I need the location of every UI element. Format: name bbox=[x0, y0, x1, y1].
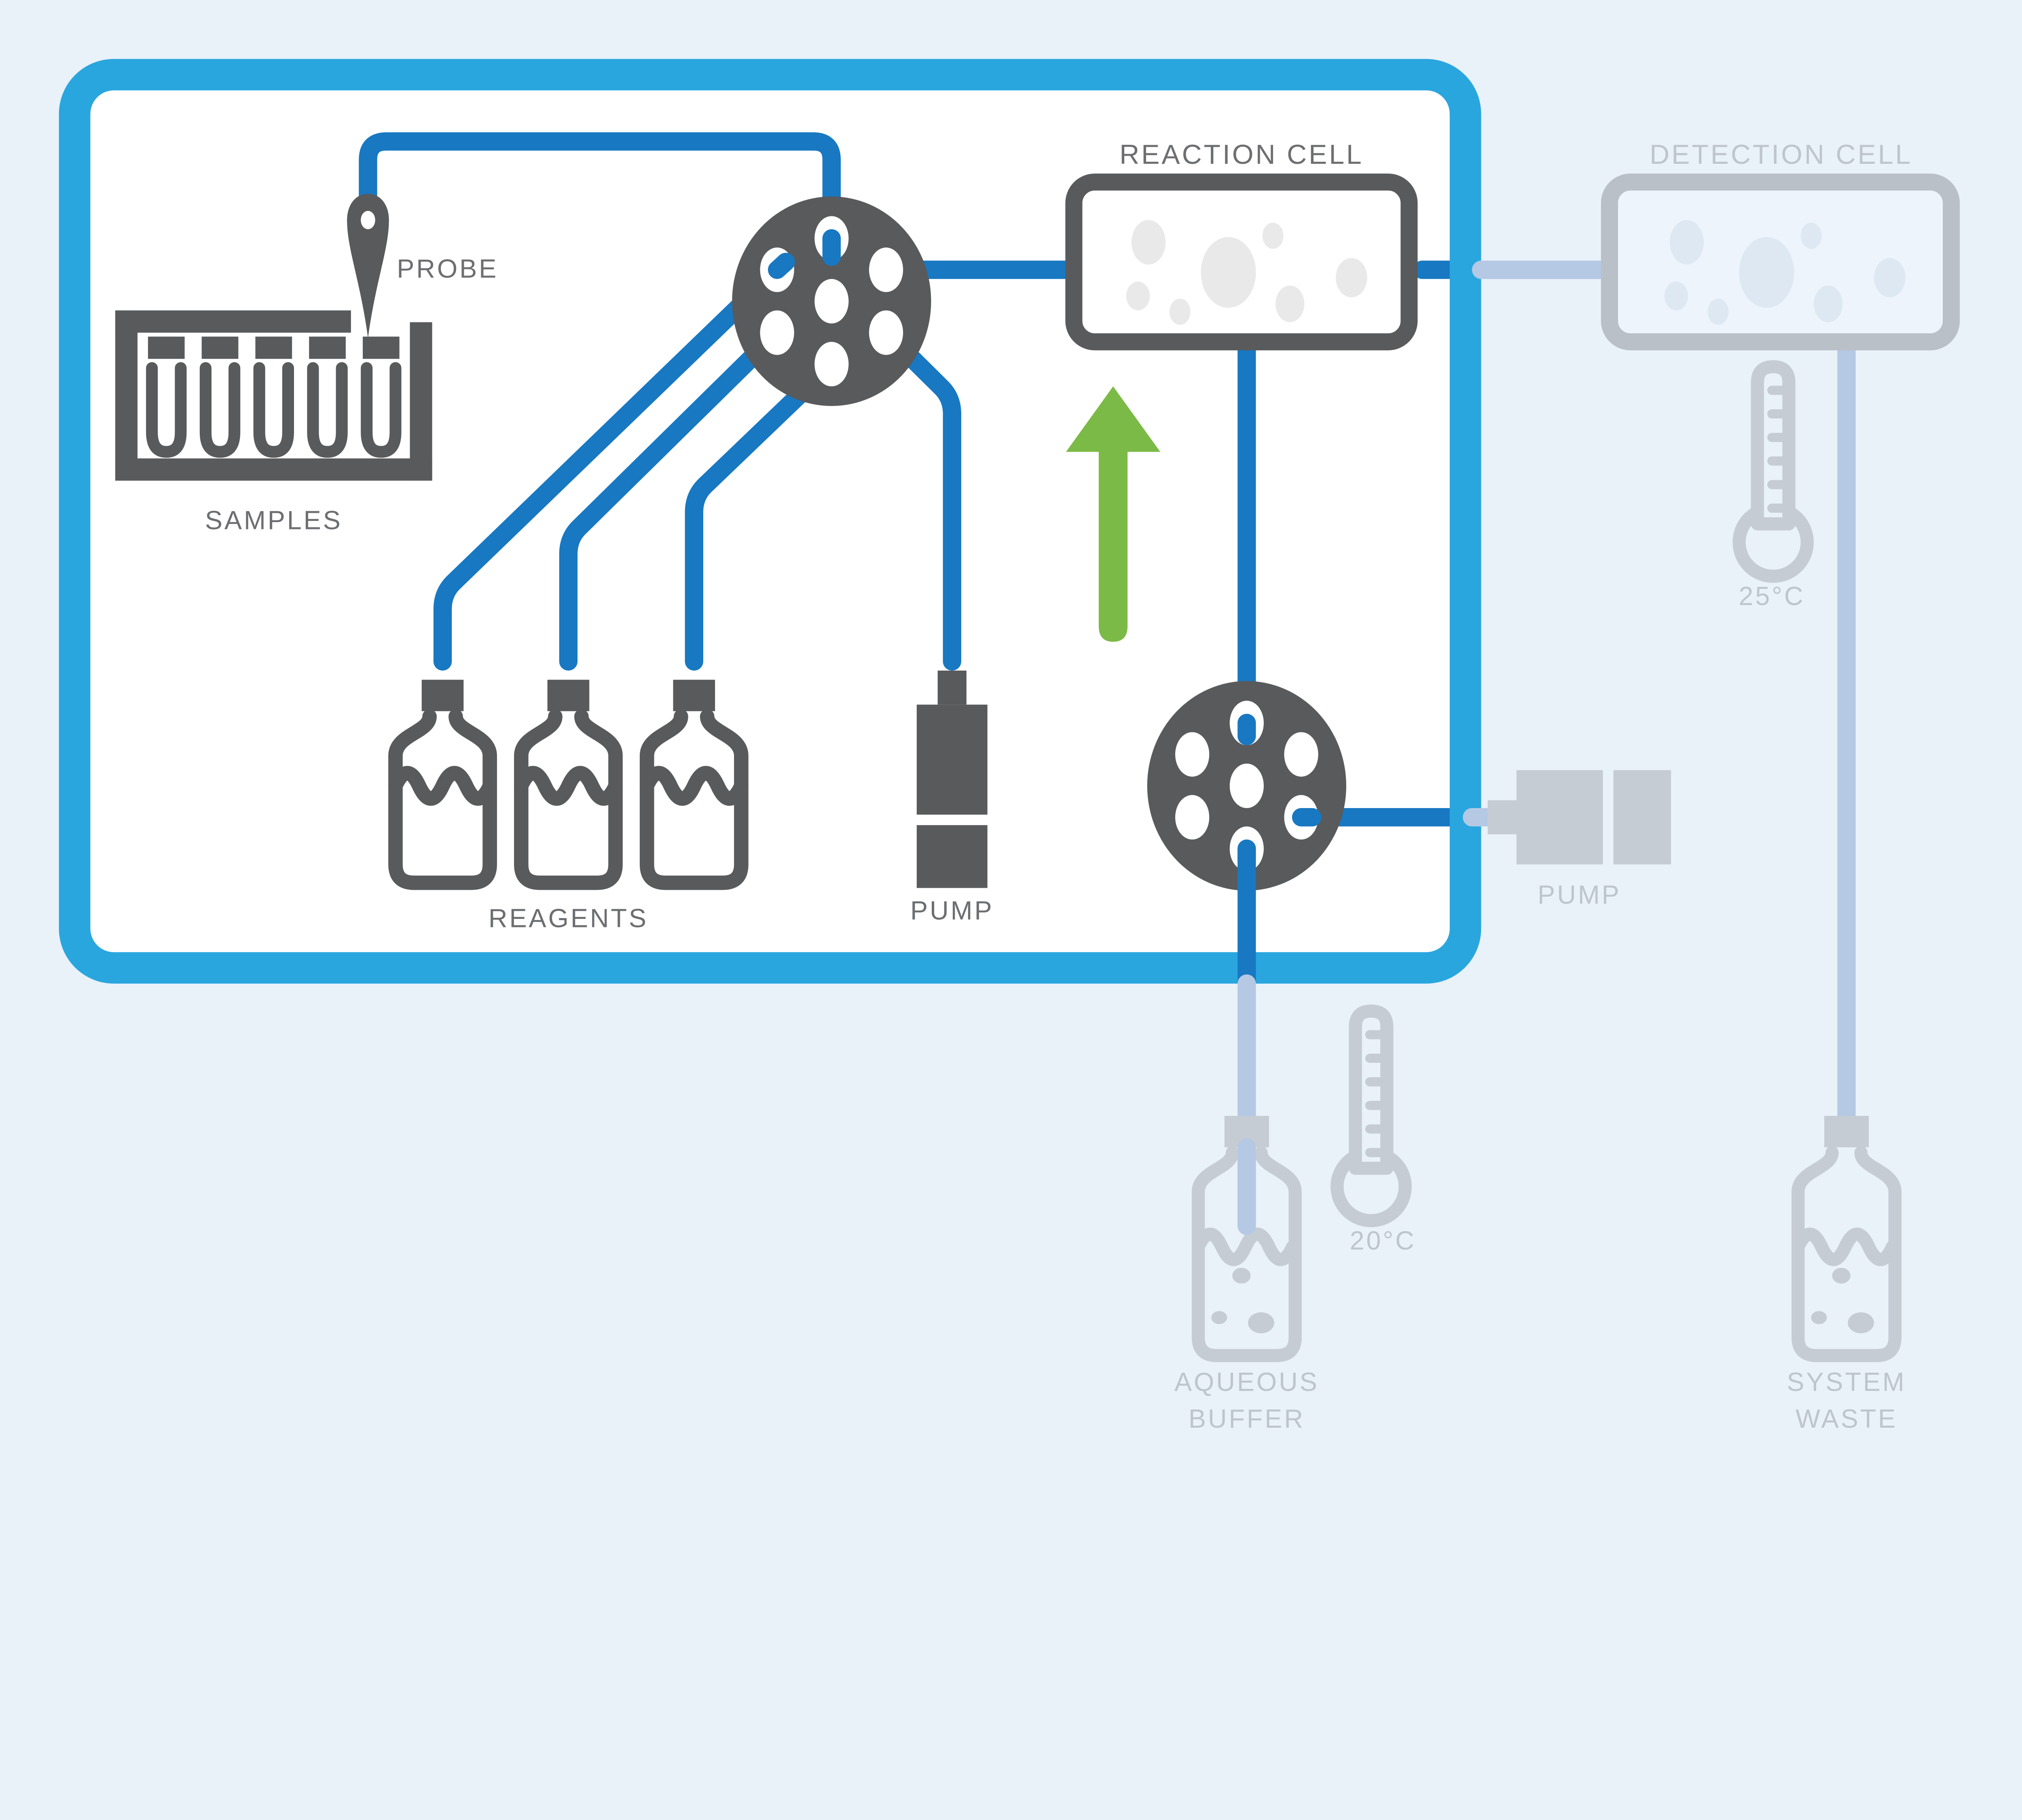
aqueous-buffer-bottle-icon: AQUEOUS BUFFER bbox=[1174, 1116, 1319, 1433]
rack-bottom-bar bbox=[115, 458, 432, 481]
line-valve-to-pump bbox=[877, 323, 961, 671]
external-pump-label: PUMP bbox=[1538, 880, 1621, 909]
bottle-liquid-wave bbox=[1791, 1227, 1899, 1266]
thermometer-ticks bbox=[1365, 1030, 1392, 1158]
detection-thermometer-icon: 25°C bbox=[1732, 360, 1814, 611]
reagent-bottle-icon bbox=[639, 679, 749, 890]
probe-label: PROBE bbox=[397, 254, 498, 284]
pump-plunger bbox=[916, 825, 988, 888]
detection-cell: DETECTION CELL bbox=[1601, 139, 1960, 351]
line-valve-to-reagent-2 bbox=[559, 323, 787, 671]
rack-right-wall bbox=[410, 322, 432, 481]
valve2-center-port bbox=[1229, 763, 1264, 808]
rotary-valve-bottom-icon bbox=[1147, 681, 1347, 891]
reagent-bottle-icon bbox=[388, 679, 497, 890]
bottle-outline bbox=[1791, 1146, 1902, 1362]
external-pump-nozzle bbox=[1487, 800, 1516, 834]
detection-cell-bubbles bbox=[1664, 220, 1906, 325]
active-area-frame bbox=[59, 59, 1481, 984]
flow-lines-active bbox=[359, 132, 1463, 827]
internal-pump-label: PUMP bbox=[910, 895, 994, 925]
probe-icon: PROBE bbox=[347, 194, 498, 338]
thermometer-ticks bbox=[1767, 385, 1794, 513]
reaction-cell-bubbles bbox=[1126, 220, 1367, 325]
system-waste-label-1: SYSTEM bbox=[1787, 1367, 1906, 1397]
diagram-canvas: SAMPLES PROBE bbox=[59, 59, 1960, 1433]
probe-needle bbox=[347, 194, 389, 338]
reagent-bottles: REAGENTS bbox=[388, 679, 749, 933]
buffer-temp-label: 20°C bbox=[1350, 1225, 1416, 1255]
aqueous-buffer-label-1: AQUEOUS bbox=[1174, 1367, 1319, 1397]
external-pump-icon: PUMP bbox=[1487, 770, 1671, 909]
analyzer-flow-diagram: SAMPLES PROBE bbox=[59, 59, 1960, 1433]
reaction-cell-label: REACTION CELL bbox=[1119, 139, 1364, 170]
internal-pump-icon: PUMP bbox=[910, 671, 994, 925]
external-pump-body bbox=[1516, 770, 1603, 865]
flow-direction-arrow-icon bbox=[1066, 386, 1161, 642]
external-pump-plunger bbox=[1613, 770, 1671, 865]
detection-cell-label: DETECTION CELL bbox=[1650, 139, 1912, 170]
line-valve-to-reagent-1 bbox=[433, 260, 787, 671]
reaction-cell: REACTION CELL bbox=[1065, 139, 1418, 351]
detection-temp-label: 25°C bbox=[1739, 581, 1805, 611]
reagent-bottle-icon bbox=[514, 679, 623, 890]
samples-label: SAMPLES bbox=[205, 505, 343, 535]
system-waste-label-2: WASTE bbox=[1796, 1404, 1897, 1433]
aqueous-buffer-label-2: BUFFER bbox=[1189, 1404, 1305, 1433]
probe-needle-eye bbox=[361, 211, 375, 229]
bottle-outline bbox=[1191, 1146, 1302, 1362]
bottle-cap bbox=[1824, 1116, 1869, 1147]
valve1-center-port bbox=[814, 279, 849, 324]
rack-top-bar bbox=[115, 310, 351, 333]
reagents-label: REAGENTS bbox=[489, 904, 648, 933]
system-waste-bottle-icon: SYSTEM WASTE bbox=[1787, 1116, 1906, 1433]
buffer-thermometer-icon: 20°C bbox=[1330, 1004, 1416, 1255]
pump-nozzle bbox=[937, 671, 967, 705]
rack-left-wall bbox=[115, 310, 138, 481]
test-tubes bbox=[146, 336, 402, 458]
rotary-valve-top-icon bbox=[732, 196, 931, 406]
line-valve-to-reagent-3 bbox=[685, 355, 841, 671]
line-probe-to-valve bbox=[359, 132, 841, 266]
sample-rack-icon: SAMPLES bbox=[115, 310, 432, 535]
pump-body bbox=[916, 705, 988, 815]
bottle-liquid-wave bbox=[1191, 1227, 1299, 1266]
